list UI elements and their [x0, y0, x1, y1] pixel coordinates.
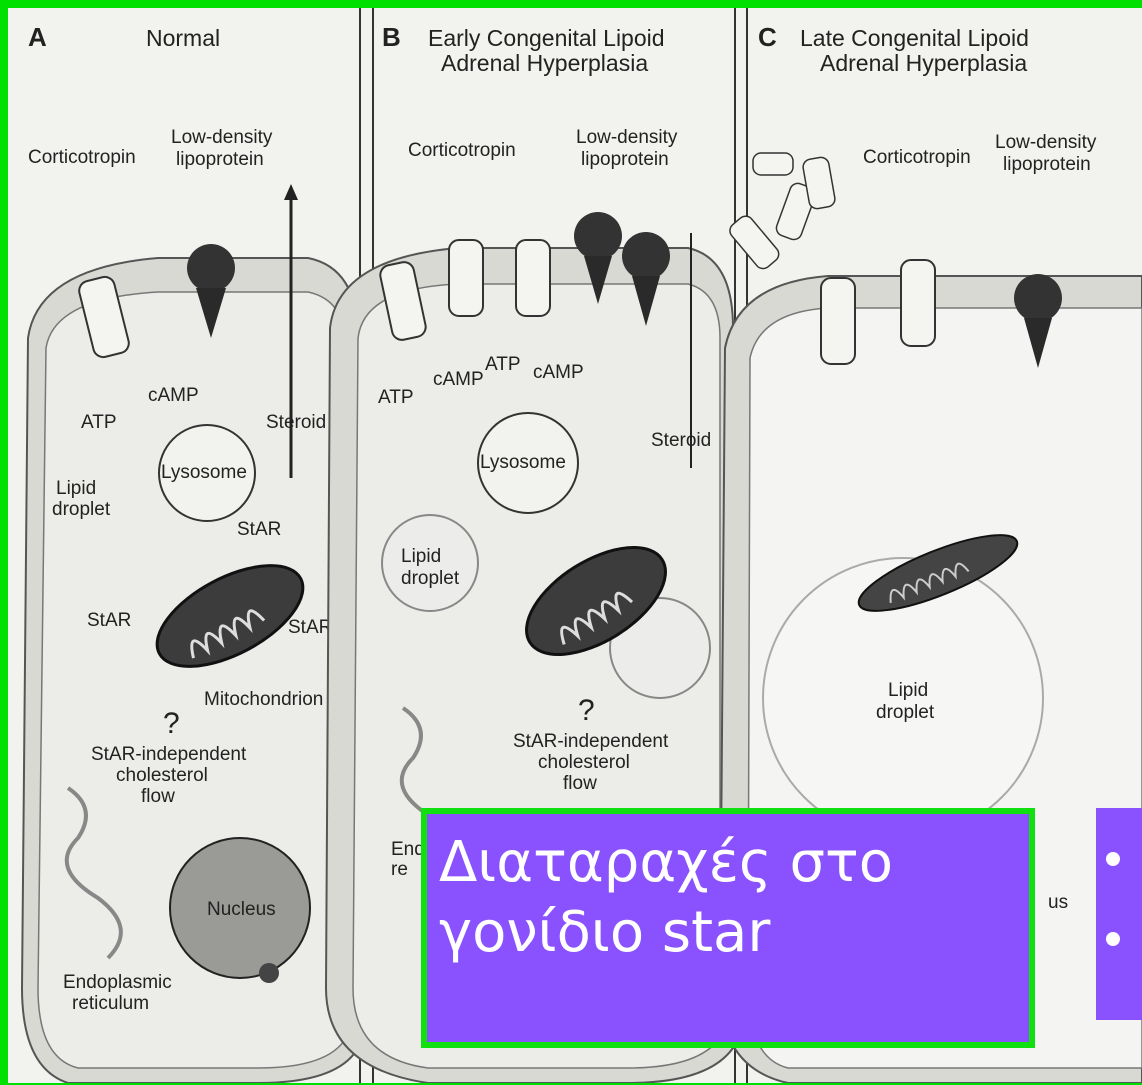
- label-lipid-b-1: Lipid: [401, 546, 441, 567]
- label-question-b: ?: [578, 694, 595, 727]
- label-lysosome-a: Lysosome: [161, 462, 247, 483]
- label-star-independent-a-1: StAR-independent: [91, 744, 247, 765]
- panel-letter-c: C: [758, 22, 777, 52]
- bullet-1: [1106, 852, 1120, 866]
- free-corticotropin-c-4: [753, 153, 793, 175]
- label-ldl-c-1: Low-density: [995, 132, 1097, 153]
- panel-title-b-1: Early Congenital Lipoid: [428, 25, 665, 51]
- label-camp-b-1: cAMP: [433, 369, 484, 390]
- label-lipid-a-1: Lipid: [56, 478, 96, 499]
- label-er-partial-b-2: re: [391, 859, 408, 880]
- label-atp-b-2: ATP: [485, 354, 521, 375]
- caption-line-2: γονίδιο star: [439, 898, 1017, 968]
- label-lysosome-b: Lysosome: [480, 452, 566, 473]
- label-ldl-b-2: lipoprotein: [581, 149, 669, 170]
- label-star-a-3: StAR: [288, 617, 332, 638]
- label-er-a-2: reticulum: [72, 993, 149, 1014]
- label-star-a-1: StAR: [237, 519, 281, 540]
- panel-a: A Normal Corticotropin Low-density lipop…: [22, 22, 358, 1083]
- label-nucleus-partial-c: us: [1048, 892, 1068, 913]
- nucleolus-a: [259, 963, 279, 983]
- panel-title-b-2: Adrenal Hyperplasia: [441, 50, 648, 76]
- corticotropin-receptor-c-2: [901, 260, 935, 346]
- label-camp-a: cAMP: [148, 385, 199, 406]
- label-star-independent-b-3: flow: [563, 773, 597, 794]
- label-corticotropin-a: Corticotropin: [28, 147, 136, 168]
- caption-line-1: Διαταραχές στο: [439, 828, 1017, 898]
- label-star-independent-a-3: flow: [141, 786, 175, 807]
- label-lipid-c-2: droplet: [876, 702, 935, 723]
- panel-letter-b: B: [382, 22, 401, 52]
- label-lipid-a-2: droplet: [52, 499, 111, 520]
- label-star-independent-b-2: cholesterol: [538, 752, 630, 773]
- label-atp-b-1: ATP: [378, 387, 414, 408]
- panel-title-c-2: Adrenal Hyperplasia: [820, 50, 1027, 76]
- label-lipid-c-1: Lipid: [888, 680, 928, 701]
- label-ldl-b-1: Low-density: [576, 127, 678, 148]
- corticotropin-receptor-b-3: [516, 240, 550, 316]
- label-steroid-a: Steroid: [266, 412, 326, 433]
- label-ldl-a-2: lipoprotein: [176, 149, 264, 170]
- label-question-a: ?: [163, 707, 180, 740]
- label-steroid-b: Steroid: [651, 430, 711, 451]
- label-camp-b-2: cAMP: [533, 362, 584, 383]
- corticotropin-receptor-c-1: [821, 278, 855, 364]
- label-er-partial-b-1: End: [391, 839, 425, 860]
- label-atp-a: ATP: [81, 412, 117, 433]
- label-nucleus-a: Nucleus: [207, 899, 276, 920]
- arrowhead-a: [284, 184, 298, 200]
- label-lipid-b-2: droplet: [401, 568, 460, 589]
- panel-title-a: Normal: [146, 25, 220, 51]
- label-corticotropin-b: Corticotropin: [408, 140, 516, 161]
- label-corticotropin-c: Corticotropin: [863, 147, 971, 168]
- label-er-a-1: Endoplasmic: [63, 972, 172, 993]
- bullet-list-partial: [1096, 808, 1142, 1020]
- label-ldl-a-1: Low-density: [171, 127, 273, 148]
- panel-title-c-1: Late Congenital Lipoid: [800, 25, 1029, 51]
- label-star-a-2: StAR: [87, 610, 131, 631]
- bullet-2: [1106, 932, 1120, 946]
- panel-letter-a: A: [28, 22, 47, 52]
- corticotropin-receptor-b-2: [449, 240, 483, 316]
- label-star-independent-b-1: StAR-independent: [513, 731, 669, 752]
- label-mitochondrion-a: Mitochondrion: [204, 689, 323, 710]
- label-ldl-c-2: lipoprotein: [1003, 154, 1091, 175]
- caption-box: Διαταραχές στο γονίδιο star: [421, 808, 1035, 1048]
- label-star-independent-a-2: cholesterol: [116, 765, 208, 786]
